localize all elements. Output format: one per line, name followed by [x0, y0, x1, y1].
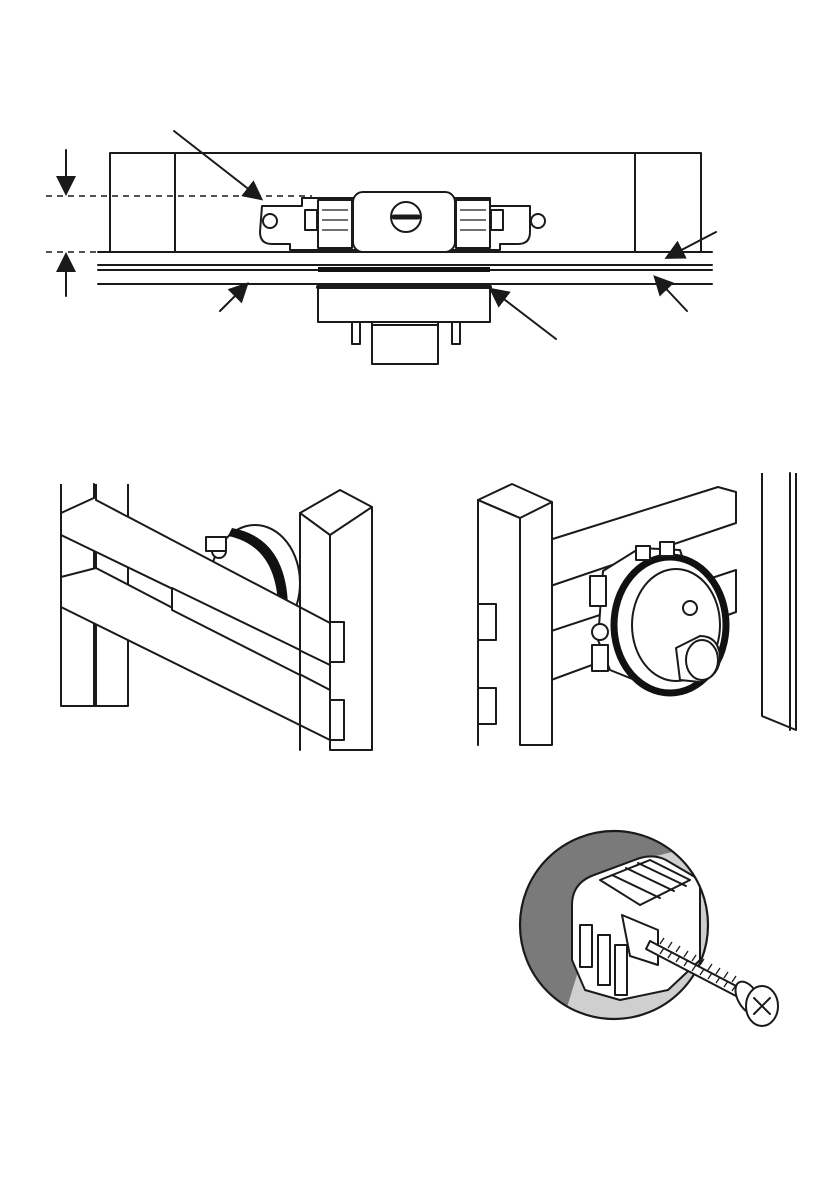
frame-mount-left [61, 484, 372, 750]
seal-ring [318, 267, 490, 272]
screw-detail [518, 830, 778, 1030]
arrow-icon [492, 290, 556, 339]
section-view [46, 131, 716, 364]
arrow-icon [656, 278, 687, 311]
arrow-icon [220, 285, 246, 311]
rear-housing [318, 285, 490, 364]
frame-mount-right [478, 473, 796, 745]
